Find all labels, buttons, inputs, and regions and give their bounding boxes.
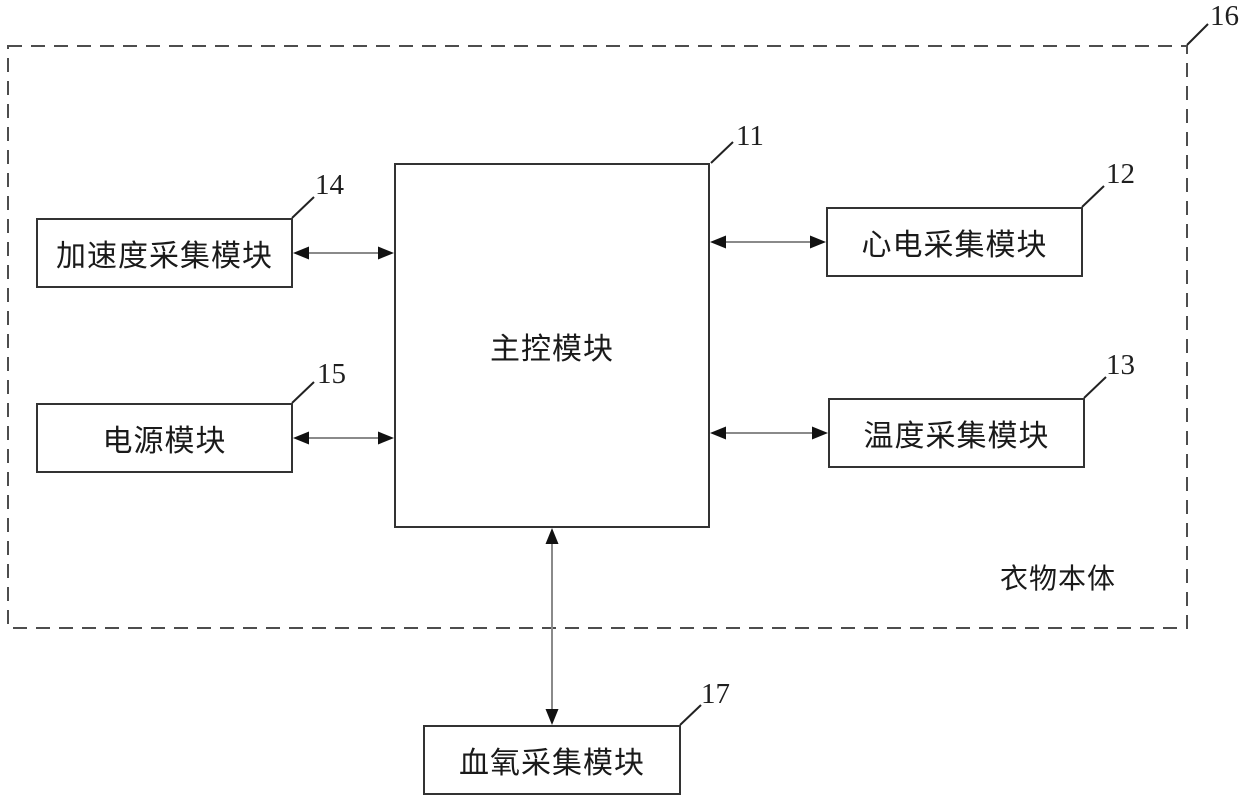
leader-accel bbox=[291, 196, 315, 219]
ref-number-temp: 13 bbox=[1106, 349, 1135, 381]
temperature-module-label: 温度采集模块 bbox=[863, 419, 1050, 454]
ref-number-ecg: 12 bbox=[1106, 158, 1135, 190]
ref-number-oxygen: 17 bbox=[701, 678, 730, 710]
leader-main bbox=[710, 141, 734, 164]
leader-temp bbox=[1083, 376, 1107, 399]
leader-power bbox=[291, 381, 315, 404]
arrow-main-temp bbox=[710, 426, 828, 440]
arrow-accel-main bbox=[293, 246, 394, 260]
temperature-module-box: 温度采集模块 bbox=[828, 398, 1085, 468]
arrow-main-oxygen bbox=[545, 528, 559, 725]
main-control-module-box: 主控模块 bbox=[394, 163, 710, 528]
main-control-module-label: 主控模块 bbox=[490, 331, 614, 367]
blood-oxygen-module-label: 血氧采集模块 bbox=[459, 746, 645, 781]
power-module-label: 电源模块 bbox=[102, 424, 227, 459]
ecg-module-label: 心电采集模块 bbox=[861, 228, 1048, 263]
power-module-box: 电源模块 bbox=[36, 403, 293, 473]
arrow-power-main bbox=[293, 431, 394, 445]
ref-number-power: 15 bbox=[317, 358, 346, 390]
acceleration-module-box: 加速度采集模块 bbox=[36, 218, 293, 288]
leader-oxygen bbox=[679, 704, 702, 726]
acceleration-module-label: 加速度采集模块 bbox=[56, 239, 273, 274]
ref-number-main: 11 bbox=[736, 120, 764, 152]
arrow-main-ecg bbox=[710, 235, 826, 249]
clothing-body-caption: 衣物本体 bbox=[1000, 562, 1117, 595]
ecg-module-box: 心电采集模块 bbox=[826, 207, 1083, 277]
ref-number-accel: 14 bbox=[315, 169, 344, 201]
leader-frame bbox=[1186, 23, 1209, 46]
leader-ecg bbox=[1081, 185, 1105, 208]
ref-number-frame: 16 bbox=[1210, 0, 1239, 32]
blood-oxygen-module-box: 血氧采集模块 bbox=[423, 725, 681, 795]
